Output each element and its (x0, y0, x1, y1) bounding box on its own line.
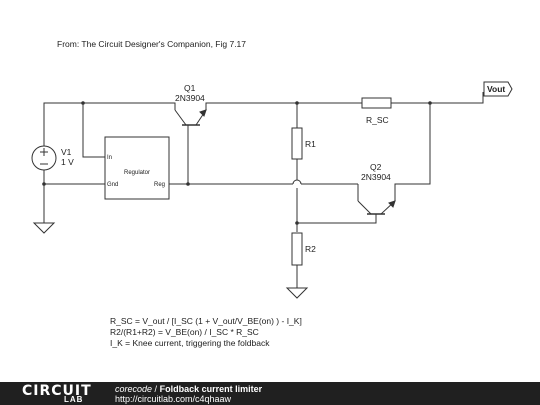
junction-top-rail (81, 101, 85, 105)
wire-rsc-vout (391, 92, 484, 104)
equation-line-2: R2/(R1+R2) = V_BE(on) / I_SC * R_SC (110, 327, 259, 337)
junction-reg-out (186, 182, 190, 186)
wire-reg-in (82, 103, 106, 158)
vout-text: Vout (487, 84, 505, 94)
voltage-source-v1[interactable]: V1 1 V (31, 145, 74, 171)
q2-part: 2N3904 (361, 172, 391, 182)
regulator-pin-reg: Reg (154, 182, 165, 188)
footer-circuit-title[interactable]: Foldback current limiter (159, 384, 263, 394)
rsc-body (361, 97, 392, 109)
q2-emitter-arrow (388, 200, 396, 208)
circuitlab-logo-sub: LAB (64, 395, 84, 404)
junction-r1-top (295, 101, 299, 105)
r1-name: R1 (305, 139, 316, 149)
ground-symbol-left (32, 222, 56, 234)
q1-emitter-arrow (199, 109, 207, 117)
wire-top-rail-left (43, 102, 176, 146)
q1-collector-leg (174, 109, 187, 126)
regulator-pin-gnd: Gnd (107, 182, 118, 188)
vout-flag (483, 81, 513, 97)
v1-symbol (31, 145, 57, 171)
v1-name: V1 (61, 147, 72, 157)
wire-q1-emitter (205, 102, 362, 110)
source-citation: From: The Circuit Designer's Companion, … (57, 39, 246, 49)
wires (43, 92, 484, 288)
vout-label[interactable]: Vout (483, 81, 513, 97)
q2-collector-diag (357, 200, 372, 215)
regulator-body (104, 136, 170, 200)
transistor-q1[interactable]: Q1 2N3904 (174, 83, 207, 126)
r2-body (291, 232, 303, 266)
schematic-canvas: From: The Circuit Designer's Companion, … (31, 39, 513, 348)
equation-line-3: I_K = Knee current, triggering the foldb… (110, 338, 270, 348)
wire-q2-emitter (394, 103, 431, 201)
r1-body (291, 127, 303, 160)
wire-q2-base (297, 214, 377, 224)
ground-symbol-r2 (285, 287, 309, 299)
junction-gnd (42, 182, 46, 186)
junction-output (428, 101, 432, 105)
wire-hop (292, 179, 302, 185)
circuitlab-logo[interactable]: CIRCUIT (22, 383, 92, 399)
r2-name: R2 (305, 244, 316, 254)
resistor-r1[interactable]: R1 (291, 127, 316, 160)
q2-name: Q2 (370, 162, 382, 172)
regulator-block[interactable]: Regulator In Gnd Reg (104, 136, 170, 200)
junctions (42, 101, 432, 225)
footer-title-path: corecode / Foldback current limiter (115, 384, 262, 394)
footer-bar: CIRCUIT LAB corecode / Foldback current … (0, 382, 540, 405)
regulator-pin-in: In (107, 155, 112, 161)
resistor-r2[interactable]: R2 (291, 232, 316, 266)
transistor-q2[interactable]: Q2 2N3904 (357, 162, 396, 215)
equation-line-1: R_SC = V_out / [I_SC (1 + V_out/V_BE(on)… (110, 316, 302, 326)
rsc-name: R_SC (366, 115, 389, 125)
v1-value: 1 V (61, 157, 74, 167)
q1-part: 2N3904 (175, 93, 205, 103)
junction-q2-base (295, 221, 299, 225)
footer-username-link[interactable]: corecode (115, 384, 153, 394)
q1-name: Q1 (184, 83, 196, 93)
ground-triangle-left (32, 222, 56, 234)
ground-triangle-r2 (285, 287, 309, 299)
footer-separator: / (154, 384, 158, 394)
regulator-label: Regulator (124, 170, 150, 176)
footer-url-link[interactable]: http://circuitlab.com/c4qhaaw (115, 394, 232, 404)
resistor-rsc[interactable]: R_SC (361, 97, 392, 125)
equations-block: R_SC = V_out / [I_SC (1 + V_out/V_BE(on)… (110, 316, 302, 348)
